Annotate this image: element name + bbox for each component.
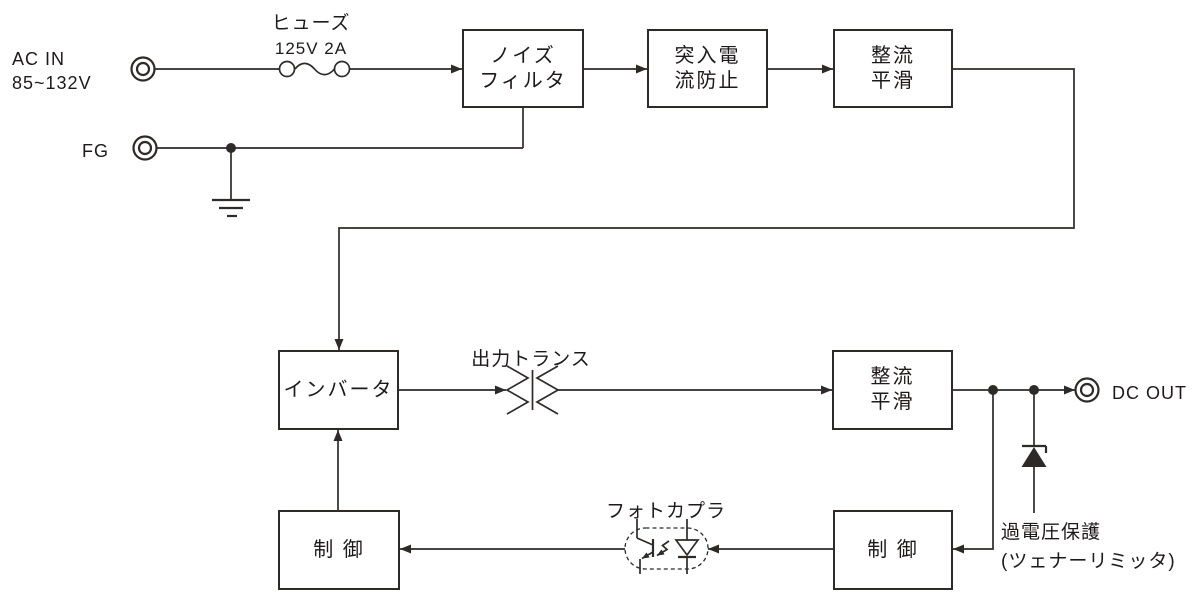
box-rectifier-top: 整流 平滑: [833, 29, 953, 108]
box-label: 整流: [870, 366, 915, 388]
box-label: 突入電: [674, 44, 741, 67]
ac-in-connector-icon: [130, 56, 156, 82]
overvoltage-line1: 過電圧保護: [1001, 522, 1102, 543]
ac-in-title: AC IN: [12, 49, 66, 69]
box-label: 制 御: [313, 538, 365, 561]
box-label: ノイズ: [490, 44, 556, 67]
box-label: 平滑: [871, 69, 915, 92]
ac-in-label: AC IN 85~132V: [12, 47, 92, 95]
box-label: 平滑: [870, 391, 915, 413]
box-label: フィルタ: [479, 69, 567, 92]
dc-out-label: DC OUT: [1112, 383, 1187, 403]
overvoltage-line2: (ツェナーリミッタ): [1001, 551, 1176, 572]
box-inverter: インバータ: [278, 350, 399, 430]
photocoupler-label: フォトカプラ: [605, 501, 726, 522]
overvoltage-protection-label: 過電圧保護 (ツェナーリミッタ): [1001, 518, 1176, 576]
output-transformer-label: 出力トランス: [471, 349, 591, 370]
box-label: 整流: [871, 44, 915, 67]
box-control-left: 制 御: [278, 510, 400, 590]
wire-fg-to-noise-filter: [157, 108, 524, 153]
fuse-icon: [278, 60, 351, 78]
wire-rectifier-to-dcout: [953, 385, 1075, 395]
box-label: 制 御: [867, 538, 919, 561]
wire-feedback-to-control-right: [953, 390, 994, 554]
box-control-right: 制 御: [833, 510, 953, 590]
ac-in-voltage: 85~132V: [12, 73, 92, 93]
box-label: インバータ: [283, 378, 394, 401]
dc-out-connector-icon: [1074, 377, 1100, 403]
wire-rectifier-to-inverter: [334, 68, 1075, 350]
box-rectifier-bottom: 整流 平滑: [832, 350, 953, 430]
ground-icon: [212, 148, 250, 218]
fg-label: FG: [82, 141, 109, 161]
box-inrush-prevention: 突入電 流防止: [647, 29, 768, 108]
fg-connector-icon: [132, 135, 158, 161]
fuse-name: ヒューズ: [271, 13, 351, 34]
fuse-label: ヒューズ 125V 2A: [246, 10, 376, 61]
box-label: 流防止: [674, 69, 741, 92]
photocoupler-icon: [624, 519, 709, 574]
fuse-rating: 125V 2A: [274, 39, 348, 58]
zener-diode-icon: [1021, 390, 1048, 513]
box-noise-filter: ノイズ フィルタ: [462, 29, 584, 108]
